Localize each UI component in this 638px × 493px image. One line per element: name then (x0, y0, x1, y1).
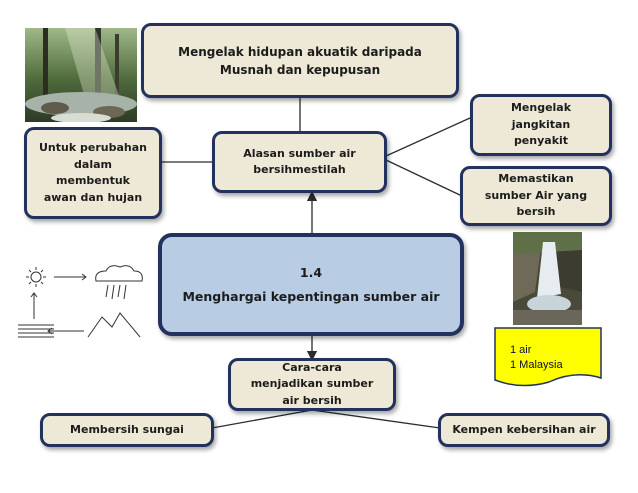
right-mid-node: Memastikan sumber Air yang bersih (460, 166, 612, 226)
waterfall-photo (513, 232, 582, 325)
line-ways-bottomleft (211, 409, 313, 429)
center-node: 1.4 Menghargai kepentingan sumber air (158, 233, 464, 336)
ways-node: Cara-cara menjadikan sumber air bersih (228, 358, 396, 411)
center-number: 1.4 (299, 264, 323, 280)
top-node: Mengelak hidupan akuatik daripada Musnah… (141, 23, 459, 98)
right-top-node-text: Mengelak jangkitan penyakit (510, 101, 572, 148)
bottom-right-node: Kempen kebersihan air (438, 413, 610, 447)
reasons-node: Alasan sumber air bersihmestilah (212, 131, 387, 193)
bottom-left-node-text: Membersih sungai (70, 422, 184, 436)
top-node-text: Mengelak hidupan akuatik daripada Musnah… (178, 44, 422, 77)
right-mid-node-text: Memastikan sumber Air yang bersih (484, 172, 588, 219)
sticky-note-shape (494, 327, 602, 387)
reasons-node-text: Alasan sumber air bersihmestilah (243, 146, 356, 177)
left-node-text: Untuk perubahan dalam membentuk awan dan… (39, 141, 147, 204)
water-cycle-sketch (16, 263, 152, 346)
left-node: Untuk perubahan dalam membentuk awan dan… (24, 127, 162, 219)
forest-stream-photo (25, 28, 137, 122)
line-reasons-righttop (385, 117, 471, 157)
bottom-left-node: Membersih sungai (40, 413, 214, 447)
sticky-note-text: 1 air 1 Malaysia (510, 344, 563, 371)
ways-node-text: Cara-cara menjadikan sumber air bersih (250, 360, 374, 407)
right-top-node: Mengelak jangkitan penyakit (470, 94, 612, 156)
bottom-right-node-text: Kempen kebersihan air (452, 422, 596, 436)
line-ways-bottomright (311, 409, 441, 429)
line-reasons-rightmid (385, 159, 463, 197)
center-title: Menghargai kepentingan sumber air (182, 288, 440, 304)
